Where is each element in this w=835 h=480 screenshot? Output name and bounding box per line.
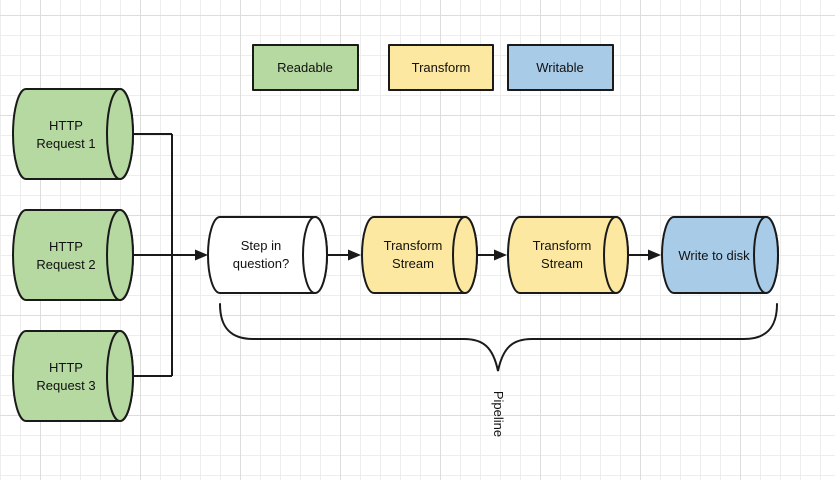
arrowhead-write	[648, 249, 661, 261]
cylinder-cap	[106, 88, 134, 180]
source-label-line2: Request 2	[36, 257, 95, 272]
transform-stream-1[interactable]: Transform Stream	[361, 216, 478, 294]
pipeline-label: Pipeline	[491, 391, 506, 437]
write-to-disk[interactable]: Write to disk	[661, 216, 779, 294]
cylinder-cap	[603, 216, 629, 294]
source-http-request-3[interactable]: HTTP Request 3	[12, 330, 134, 422]
cylinder-cap	[106, 330, 134, 422]
step-label-line2: Stream	[392, 256, 434, 271]
legend-item-transform[interactable]: Transform	[388, 44, 494, 91]
pipeline-brace[interactable]: Pipeline	[219, 303, 778, 437]
source-label-line2: Request 1	[36, 136, 95, 151]
legend-swatch-writable[interactable]	[507, 44, 614, 91]
arrowhead-to-step	[195, 249, 208, 261]
arrowhead-transform2	[494, 249, 507, 261]
brace-path[interactable]	[219, 303, 778, 372]
legend-swatch-readable[interactable]	[252, 44, 359, 91]
legend: Readable Transform Writable	[252, 44, 614, 91]
source-label-line1: HTTP	[49, 239, 83, 254]
step-in-question[interactable]: Step in question?	[207, 216, 328, 294]
cylinder-cap	[106, 209, 134, 301]
step-label-line2: Stream	[541, 256, 583, 271]
step-label: Write to disk	[678, 248, 750, 263]
step-label-line1: Transform	[533, 238, 592, 253]
transform-stream-2[interactable]: Transform Stream	[507, 216, 629, 294]
legend-item-readable[interactable]: Readable	[252, 44, 359, 91]
step-label-line1: Transform	[384, 238, 443, 253]
cylinder-cap	[753, 216, 779, 294]
source-label-line2: Request 3	[36, 378, 95, 393]
step-label-line2: question?	[233, 256, 289, 271]
legend-label-transform: Transform	[412, 60, 471, 75]
legend-swatch-transform[interactable]	[388, 44, 494, 91]
cylinder-cap	[452, 216, 478, 294]
source-connectors	[132, 133, 208, 377]
source-label-line1: HTTP	[49, 118, 83, 133]
source-http-request-1[interactable]: HTTP Request 1	[12, 88, 134, 180]
legend-item-writable[interactable]: Writable	[507, 44, 614, 91]
cylinder-cap	[302, 216, 328, 294]
step-label-line1: Step in	[241, 238, 281, 253]
legend-label-writable: Writable	[536, 60, 583, 75]
arrowhead-transform1	[348, 249, 361, 261]
source-http-request-2[interactable]: HTTP Request 2	[12, 209, 134, 301]
source-label-line1: HTTP	[49, 360, 83, 375]
legend-label-readable: Readable	[277, 60, 333, 75]
